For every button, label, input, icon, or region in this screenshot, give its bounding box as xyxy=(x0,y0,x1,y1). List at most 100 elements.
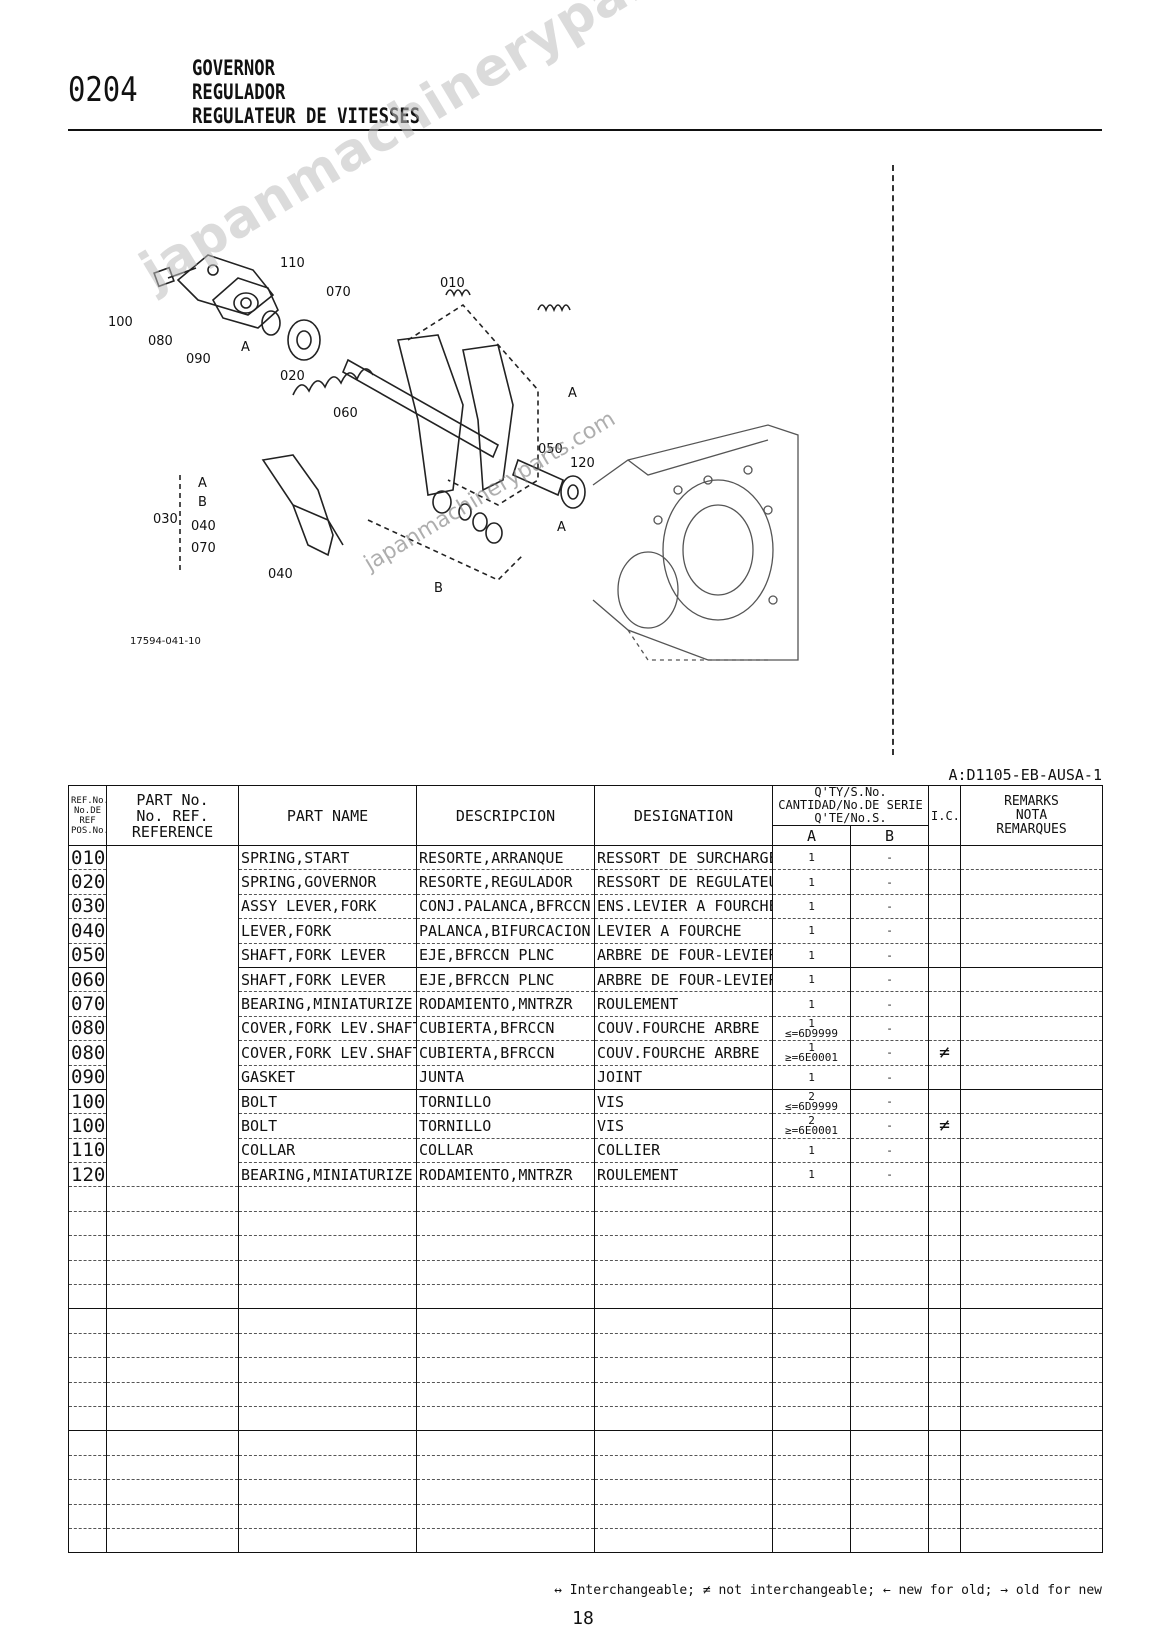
remarks-cell xyxy=(960,1162,1103,1188)
designation-cell xyxy=(594,1333,773,1359)
ic-cell xyxy=(928,869,961,895)
pos-cell xyxy=(68,1504,107,1529)
part-name-cell: SHAFT,FORK LEVER xyxy=(238,967,417,993)
qty-value: 1 xyxy=(808,899,815,913)
pos-cell xyxy=(68,1430,107,1456)
part-number-cell xyxy=(106,1186,239,1212)
title-french: REGULATEUR DE VITESSES xyxy=(192,104,421,128)
ic-cell: ≠ xyxy=(928,1113,961,1139)
serial-range: ≥=6E0001 xyxy=(785,1051,838,1065)
ic-cell xyxy=(928,1186,961,1212)
label-a-3: A xyxy=(198,476,207,491)
serial-range: ≤=6D9999 xyxy=(785,1026,838,1040)
section-titles: GOVERNOR REGULADOR REGULATEUR DE VITESSE… xyxy=(192,56,420,128)
part-name-cell: COVER,FORK LEV.SHAFT xyxy=(238,1040,417,1066)
qty-b-cell xyxy=(850,1504,929,1529)
callout-070-group: 070 xyxy=(191,541,216,556)
blank-table-row xyxy=(68,1504,1103,1529)
qty-a-cell: 1 xyxy=(772,894,851,920)
pos-cell xyxy=(68,1235,107,1261)
remarks-cell xyxy=(960,1308,1103,1334)
qty-a-cell: 1 xyxy=(772,1065,851,1090)
ic-cell xyxy=(928,1382,961,1407)
designation-cell xyxy=(594,1260,773,1286)
collar-part xyxy=(261,310,281,336)
ic-cell xyxy=(928,1504,961,1529)
qty-a-cell xyxy=(772,1333,851,1359)
ic-cell xyxy=(928,1333,961,1359)
qty-b-cell: - xyxy=(850,943,929,968)
remarks-cell xyxy=(960,1406,1103,1432)
descripcion-cell xyxy=(416,1357,595,1383)
title-spanish: REGULADOR xyxy=(192,80,286,104)
qty-b-cell xyxy=(850,1357,929,1383)
part-number-cell xyxy=(106,918,239,944)
callout-060: 060 xyxy=(333,406,358,421)
qty-b-cell: - xyxy=(850,1113,929,1139)
blank-table-row xyxy=(68,1308,1103,1334)
designation-cell: VIS xyxy=(594,1113,773,1139)
descripcion-cell xyxy=(416,1235,595,1261)
qty-a-cell: 1 xyxy=(772,943,851,968)
ic-cell xyxy=(928,1065,961,1090)
ic-cell xyxy=(928,1455,961,1481)
remarks-cell xyxy=(960,869,1103,895)
ref-no-header: REF.No. No.DE REF POS.No. xyxy=(68,785,107,846)
designation-cell xyxy=(594,1382,773,1407)
descripcion-cell: EJE,BFRCCN PLNC xyxy=(416,943,595,968)
blank-table-row xyxy=(68,1357,1103,1383)
parts-table: REF.No. No.DE REF POS.No. PART No. No. R… xyxy=(68,785,1103,1554)
blank-table-row xyxy=(68,1382,1103,1407)
designation-cell: ARBRE DE FOUR-LEVIER xyxy=(594,943,773,968)
descripcion-cell xyxy=(416,1284,595,1310)
designation-cell xyxy=(594,1479,773,1505)
remarks-cell xyxy=(960,1284,1103,1310)
designation-cell: RESSORT DE SURCHARGE xyxy=(594,845,773,871)
part-name-cell xyxy=(238,1308,417,1334)
ic-header: I.C. xyxy=(928,785,961,846)
designation-cell: VIS xyxy=(594,1089,773,1115)
ic-cell xyxy=(928,943,961,968)
blank-table-row xyxy=(68,1260,1103,1286)
qty-a-cell xyxy=(772,1211,851,1237)
pos-cell xyxy=(68,1284,107,1310)
part-name-cell xyxy=(238,1333,417,1359)
remarks-cell xyxy=(960,1235,1103,1261)
qty-b-cell: - xyxy=(850,1040,929,1066)
part-name-cell: ASSY LEVER,FORK xyxy=(238,894,417,920)
part-name-cell: BEARING,MINIATURIZE xyxy=(238,1162,417,1188)
blank-table-row xyxy=(68,1186,1103,1212)
pos-cell xyxy=(68,1186,107,1212)
part-name-cell xyxy=(238,1455,417,1481)
callout-040-group: 040 xyxy=(191,519,216,534)
governor-spring xyxy=(292,368,374,396)
pos-cell: 120 xyxy=(68,1162,107,1188)
designation-cell: RESSORT DE REGULATEU xyxy=(594,869,773,895)
remarks-cell xyxy=(960,1504,1103,1529)
label-a-1: A xyxy=(241,340,250,355)
remarks-cell xyxy=(960,1333,1103,1359)
blank-table-row xyxy=(68,1479,1103,1505)
callout-110: 110 xyxy=(280,256,305,271)
qty-value: 1 xyxy=(808,851,815,865)
qty-value: 1 xyxy=(808,1016,815,1030)
descripcion-cell xyxy=(416,1430,595,1456)
part-number-cell xyxy=(106,1235,239,1261)
page-number: 18 xyxy=(572,1608,594,1629)
descripcion-cell: RESORTE,REGULADOR xyxy=(416,869,595,895)
remarks-cell xyxy=(960,1528,1103,1554)
serial-range: ≥=6E0001 xyxy=(785,1124,838,1138)
ic-cell xyxy=(928,1308,961,1334)
qty-a-cell xyxy=(772,1308,851,1334)
part-name-cell xyxy=(238,1528,417,1554)
descripcion-cell xyxy=(416,1333,595,1359)
designation-cell xyxy=(594,1528,773,1554)
label-b-1: B xyxy=(198,495,207,510)
designation-cell xyxy=(594,1504,773,1529)
pos-cell xyxy=(68,1308,107,1334)
part-number-cell xyxy=(106,1455,239,1481)
